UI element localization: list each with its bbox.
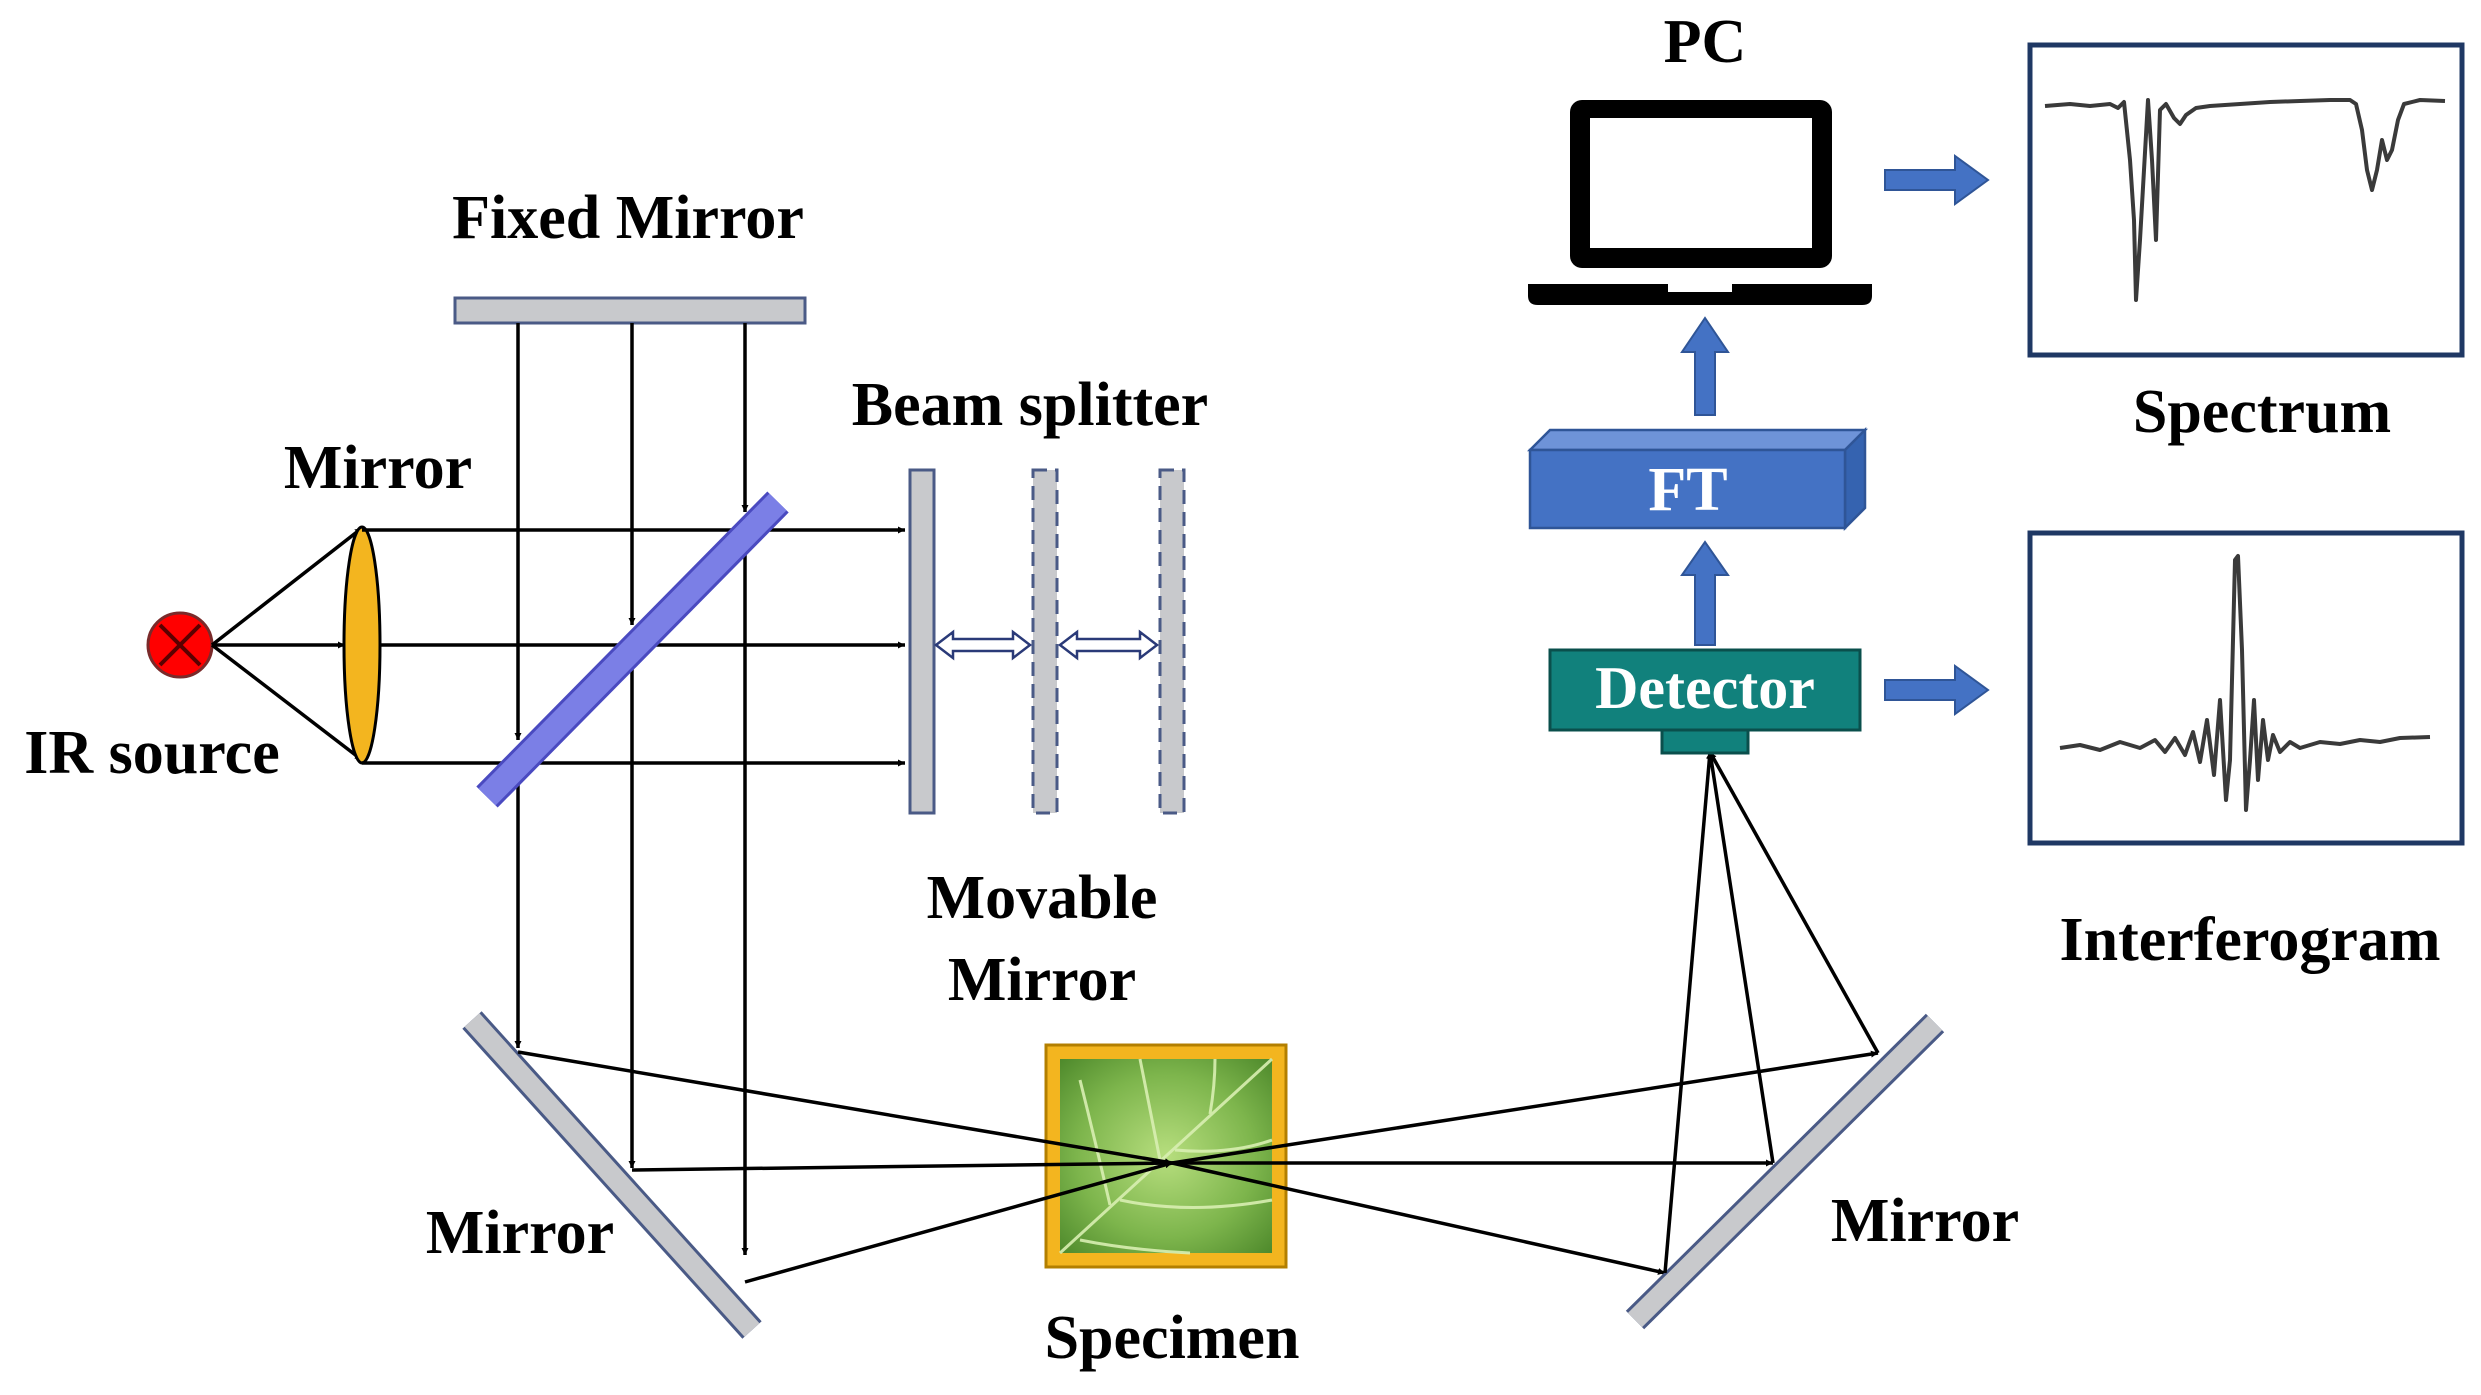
mirror-bottom-right-label: Mirror xyxy=(1831,1187,2019,1255)
ft-box: FT xyxy=(1526,426,1869,532)
ft-label: FT xyxy=(1648,456,1727,524)
mirror-bottom-right-fill xyxy=(1627,1015,1943,1328)
movable-mirror-position-2 xyxy=(1031,468,1059,815)
mirror-top-label: Mirror xyxy=(284,434,472,502)
arrow-pc-to-spectrum xyxy=(1884,154,1990,206)
arrow-detector-to-interferogram xyxy=(1884,664,1990,716)
movement-arrow-1 xyxy=(933,629,1033,661)
beam-splitter-label: Beam splitter xyxy=(852,371,1208,439)
interferogram-label: Interferogram xyxy=(2059,906,2440,974)
lens xyxy=(342,525,382,765)
movable-mirror-label-1: Movable xyxy=(927,864,1158,932)
movable-mirror xyxy=(908,468,936,815)
spectrum-plot xyxy=(2027,42,2465,358)
spectrum-label: Spectrum xyxy=(2133,378,2391,446)
vertical-beams xyxy=(514,323,749,1255)
detector: Detector xyxy=(1548,648,1862,755)
laptop-icon xyxy=(1528,100,1872,305)
arrow-detector-to-ft xyxy=(1680,540,1730,646)
interferogram-plot xyxy=(2027,530,2465,846)
mirror-bottom-left-fill xyxy=(464,1013,760,1337)
specimen-label: Specimen xyxy=(1045,1304,1300,1372)
movable-mirror-label-2: Mirror xyxy=(948,946,1136,1014)
detector-label: Detector xyxy=(1595,655,1815,721)
movement-arrow-2 xyxy=(1057,629,1160,661)
mirror-bottom-left-label: Mirror xyxy=(426,1199,614,1267)
ir-source-icon xyxy=(146,611,214,679)
fixed-mirror-label: Fixed Mirror xyxy=(452,184,804,252)
source-rays xyxy=(210,526,364,762)
beam-splitter-fill xyxy=(478,493,787,806)
pc-label: PC xyxy=(1664,8,1747,76)
movable-mirror-position-3 xyxy=(1158,468,1186,815)
arrow-ft-to-pc xyxy=(1680,316,1730,416)
specimen xyxy=(1044,1043,1288,1269)
fixed-mirror xyxy=(453,296,807,325)
detector-beams xyxy=(1663,751,1880,1274)
ir-source-label: IR source xyxy=(24,719,279,787)
